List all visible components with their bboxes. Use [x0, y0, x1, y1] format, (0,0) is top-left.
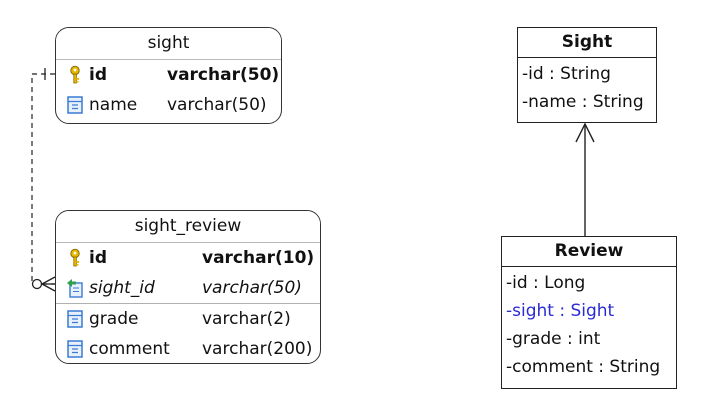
- column-icon: [67, 340, 83, 358]
- column-icon: [67, 310, 83, 328]
- uml-class-name: Sight: [518, 28, 656, 58]
- uml-attribute-list: -id : Long -sight : Sight -grade : int -…: [502, 267, 676, 384]
- column-name: id: [89, 65, 107, 85]
- column-type: varchar(10): [202, 248, 315, 268]
- foreign-key-icon: [67, 279, 83, 298]
- column-name: comment: [89, 339, 170, 359]
- er-table-sight-review[interactable]: sight_review id varchar(10) sight_id var…: [55, 210, 321, 364]
- er-relationship-line: [31, 73, 55, 285]
- uml-attribute: -grade : int: [506, 329, 601, 349]
- uml-attribute: -id : String: [522, 64, 611, 84]
- er-column-row[interactable]: grade varchar(2): [56, 303, 320, 334]
- column-type: varchar(200): [202, 339, 313, 359]
- er-column-row[interactable]: id varchar(10): [56, 243, 320, 273]
- er-table-title: sight_review: [56, 211, 320, 243]
- column-type: varchar(50): [167, 95, 267, 115]
- uml-attribute-list: -id : String -name : String: [518, 58, 656, 119]
- uml-association-arrow: [575, 122, 595, 236]
- uml-attribute: -name : String: [522, 92, 644, 112]
- er-table-sight[interactable]: sight id varchar(50) name varchar(50): [55, 27, 282, 124]
- column-icon: [67, 96, 83, 114]
- uml-attribute: -id : Long: [506, 273, 586, 293]
- uml-attribute: -comment : String: [506, 357, 661, 377]
- column-name: id: [89, 248, 107, 268]
- column-name: grade: [89, 309, 139, 329]
- er-column-row[interactable]: id varchar(50): [56, 60, 281, 90]
- uml-class-name: Review: [502, 237, 676, 267]
- er-table-title: sight: [56, 28, 281, 60]
- er-column-row[interactable]: name varchar(50): [56, 90, 281, 120]
- uml-association-attribute: -sight : Sight: [506, 301, 615, 321]
- zero-or-many-marker: [31, 276, 56, 292]
- column-type: varchar(50): [167, 65, 280, 85]
- uml-class-review[interactable]: Review -id : Long -sight : Sight -grade …: [501, 236, 677, 389]
- uml-class-sight[interactable]: Sight -id : String -name : String: [517, 27, 657, 123]
- column-name: name: [89, 95, 138, 115]
- er-column-row[interactable]: sight_id varchar(50): [56, 273, 320, 303]
- column-type: varchar(2): [202, 309, 291, 329]
- primary-key-icon: [70, 248, 80, 267]
- column-type: varchar(50): [202, 278, 302, 298]
- column-name: sight_id: [89, 278, 155, 298]
- primary-key-icon: [70, 65, 80, 84]
- er-column-row[interactable]: comment varchar(200): [56, 334, 320, 363]
